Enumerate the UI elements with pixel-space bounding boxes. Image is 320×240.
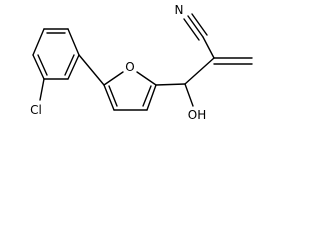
bond-carbinol-oh [184,83,194,107]
atom-labels: Cl O N OH [30,3,206,122]
bond-carbinol-alkene [184,57,215,85]
molecule-structure: Cl O N OH [30,3,253,122]
bond-furan-c5-c4-inner [108,85,118,107]
bond-furan-carbinol [155,83,186,86]
bond-alkene-nitrile [202,36,215,59]
bond-aryl-5 [32,54,45,80]
bond-furan-c3-c2-inner [142,85,152,107]
bond-aryl-3 [67,54,80,80]
bond-aryl-6 [32,28,45,56]
bond-furan-o-c2 [136,71,157,86]
bond-furan-c5-o [103,71,124,86]
bond-furan-c5-c4 [103,84,115,111]
chlorine-label: Cl [30,103,42,117]
hydroxyl-label: OH [188,108,206,122]
bond-nitrile-2 [191,13,208,36]
bond-nitrile-1 [187,15,204,38]
bonds [32,13,253,111]
furan-oxygen-label: O [125,60,134,74]
bond-furan-c3-c2 [146,84,157,111]
bond-aryl-cl [39,78,45,101]
bond-aryl-5-inner [37,54,48,76]
bond-aryl-furan [78,54,105,86]
bond-nitrile-3 [183,18,200,41]
bond-aryl-2 [67,28,80,56]
bond-aryl-3-inner [64,54,75,76]
nitrile-nitrogen-label: N [175,3,184,17]
